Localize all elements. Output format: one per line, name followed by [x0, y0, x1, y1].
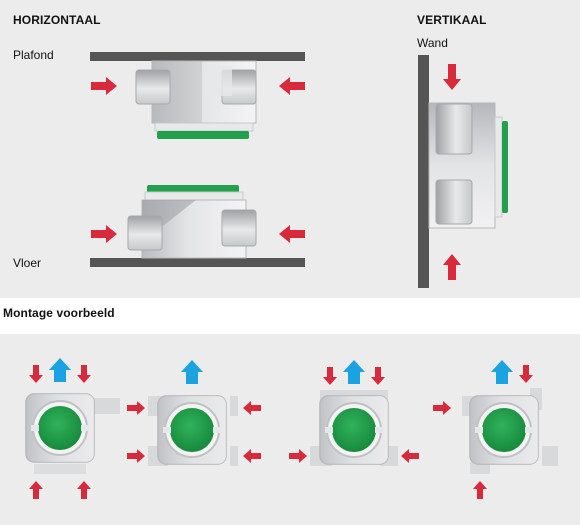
example-3-outlet-arrow	[343, 360, 365, 384]
example-2-outlet-arrow	[181, 360, 203, 384]
vertical-heading: VERTIKAAL	[417, 13, 487, 27]
example-2-inlet-arrow	[127, 449, 145, 463]
floor-right-inlet-arrow	[279, 225, 305, 243]
example-2-inlet-arrow	[243, 449, 261, 463]
example-4-inlet-arrow	[473, 481, 487, 499]
example-3-inlet-arrow	[371, 367, 385, 385]
example-3-inlet-arrow	[289, 449, 307, 463]
floor-junction-box	[127, 185, 257, 259]
wall-surface	[418, 55, 429, 288]
floor-left-inlet-arrow	[91, 225, 117, 243]
example-1-outlet-arrow	[49, 358, 71, 382]
example-1-inlet-arrow	[29, 481, 43, 499]
ceiling-mount	[90, 52, 305, 139]
wall-top-inlet-arrow	[443, 64, 461, 90]
example-3-inlet-arrow	[323, 367, 337, 385]
ceiling-surface	[90, 52, 305, 61]
example-1-inlet-arrow	[29, 365, 43, 383]
floor-label: Vloer	[13, 256, 42, 270]
floor-mount	[90, 185, 305, 267]
example-4-outlet-arrow	[491, 360, 513, 384]
example-1-inlet-arrow	[77, 365, 91, 383]
wall-bottom-inlet-arrow	[443, 254, 461, 280]
example-4-inlet-arrow	[519, 365, 533, 383]
example-2-inlet-arrow	[127, 401, 145, 415]
ceiling-label: Plafond	[13, 48, 54, 62]
examples-heading: Montage voorbeeld	[3, 306, 115, 320]
wall-mount	[418, 55, 508, 288]
example-2	[127, 360, 261, 466]
horizontal-heading: HORIZONTAAL	[13, 13, 101, 27]
wall-label: Wand	[417, 36, 448, 50]
example-3-inlet-arrow	[401, 449, 419, 463]
floor-surface	[90, 258, 305, 267]
example-4	[433, 360, 558, 499]
ceiling-right-inlet-arrow	[279, 77, 305, 95]
example-2-inlet-arrow	[243, 401, 261, 415]
wall-junction-box	[428, 102, 508, 229]
example-1-inlet-arrow	[77, 481, 91, 499]
example-3	[289, 360, 419, 466]
ceiling-left-inlet-arrow	[91, 77, 117, 95]
ceiling-junction-box	[135, 60, 257, 139]
example-1	[25, 358, 120, 499]
example-4-inlet-arrow	[433, 401, 451, 415]
